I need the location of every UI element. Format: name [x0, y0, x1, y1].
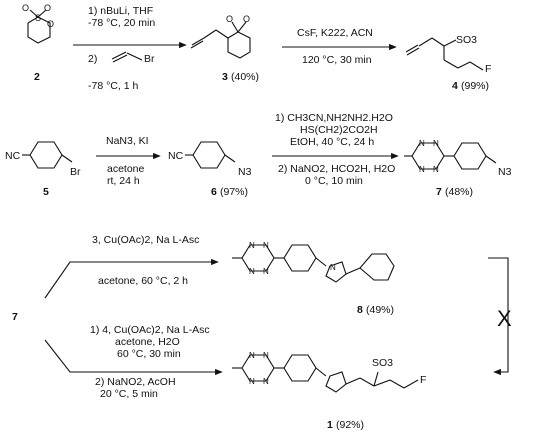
compound-8-yield: (49%)	[366, 304, 394, 316]
nitrile-6: NC	[168, 150, 184, 162]
branch-bottom-reagent-1: 1) 4, Cu(OAc)2, Na L-Asc	[90, 324, 210, 336]
svg-text:N: N	[263, 377, 269, 386]
compound-7-branch-label: 7	[12, 311, 18, 323]
svg-text:N: N	[249, 377, 255, 386]
compound-6-structure: NC N3	[168, 141, 252, 178]
compound-8-structure: N N N N N	[232, 241, 395, 283]
svg-text:N: N	[249, 267, 255, 276]
step1-reagent-2: -78 °C, 20 min	[88, 17, 155, 29]
so3-group-1: SO3	[372, 357, 393, 369]
step2-reagent-1: CsF, K222, ACN	[297, 27, 373, 39]
compound-1-structure: N N N N SO3 F	[232, 351, 426, 393]
compound-6-yield: (97%)	[220, 186, 248, 198]
svg-text:N: N	[263, 351, 269, 360]
nitrile-5: NC	[5, 150, 21, 162]
propargyl-bromide-structure: Br	[111, 51, 155, 65]
svg-text:N: N	[433, 139, 439, 148]
compound-4-yield: (99%)	[461, 80, 489, 92]
compound-5-label: 5	[43, 186, 49, 198]
compound-3-yield: (40%)	[231, 71, 259, 83]
compound-5-structure: NC Br	[5, 141, 81, 178]
step4-reagent-4: 2) NaNO2, HCO2H, H2O	[278, 163, 395, 175]
compound-2-structure: O O S O	[22, 3, 54, 44]
atom-f-4: F	[485, 63, 491, 75]
atom-f-1: F	[420, 374, 426, 386]
step1-reagent-3: 2)	[88, 53, 97, 65]
compound-1-label: 1	[327, 419, 333, 431]
step3-reagent-1: NaN3, KI	[106, 135, 149, 147]
step4-reagent-1: 1) CH3CN,NH2NH2.H2O	[275, 112, 393, 124]
step2-reagent-2: 120 °C, 30 min	[302, 54, 372, 66]
compound-6-label: 6	[211, 186, 217, 198]
compound-4-structure: SO3 F	[405, 34, 491, 75]
compound-1-yield: (92%)	[336, 419, 364, 431]
so3-group-4: SO3	[456, 34, 477, 46]
compound-4-label: 4	[452, 80, 458, 92]
compound-2-label: 2	[34, 71, 40, 83]
svg-text:O: O	[243, 14, 250, 24]
arrow-branch-bottom	[44, 339, 223, 376]
arrow-branch-top	[44, 258, 219, 299]
compound-7-structure: N N N N N3	[404, 139, 512, 178]
branch-bottom-reagent-5: 20 °C, 5 min	[100, 388, 158, 400]
step3-reagent-3: rt, 24 h	[107, 175, 140, 187]
svg-text:N: N	[249, 241, 255, 250]
svg-text:S: S	[35, 13, 41, 23]
step1-reagent-4: -78 °C, 1 h	[88, 80, 138, 92]
svg-text:O: O	[47, 19, 54, 29]
step1-reagent-1: 1) nBuLi, THF	[88, 5, 153, 17]
branch-bottom-reagent-3: 60 °C, 30 min	[117, 348, 181, 360]
svg-text:N: N	[249, 351, 255, 360]
azide-7: N3	[498, 166, 512, 178]
step4-reagent-3: EtOH, 40 °C, 24 h	[290, 136, 374, 148]
svg-text:O: O	[22, 3, 29, 13]
svg-text:O: O	[44, 3, 51, 13]
azide-6: N3	[238, 166, 252, 178]
arrow-blocked-conversion	[488, 257, 509, 376]
svg-text:N: N	[263, 241, 269, 250]
compound-3-structure: O O	[190, 14, 251, 59]
svg-text:N: N	[330, 263, 336, 272]
step4-reagent-5: 0 °C, 10 min	[305, 175, 363, 187]
svg-text:N: N	[419, 139, 425, 148]
branch-top-reagent-1: 3, Cu(OAc)2, Na L-Asc	[92, 234, 199, 246]
branch-bottom-reagent-2: acetone, H2O	[115, 336, 180, 348]
bromide-5: Br	[70, 166, 81, 178]
svg-text:N: N	[419, 165, 425, 174]
step4-reagent-2: HS(CH2)2CO2H	[300, 124, 378, 136]
svg-text:N: N	[433, 165, 439, 174]
compound-7-label: 7	[436, 186, 442, 198]
compound-8-label: 8	[357, 304, 363, 316]
atom-br: Br	[144, 53, 155, 65]
compound-7-yield: (48%)	[445, 186, 473, 198]
compound-3-label: 3	[222, 71, 228, 83]
branch-top-reagent-2: acetone, 60 °C, 2 h	[98, 275, 188, 287]
step3-reagent-2: acetone	[107, 163, 145, 175]
blocked-conversion-mark: X	[497, 306, 512, 331]
branch-bottom-reagent-4: 2) NaNO2, AcOH	[95, 376, 176, 388]
svg-text:N: N	[263, 267, 269, 276]
svg-text:O: O	[226, 14, 233, 24]
